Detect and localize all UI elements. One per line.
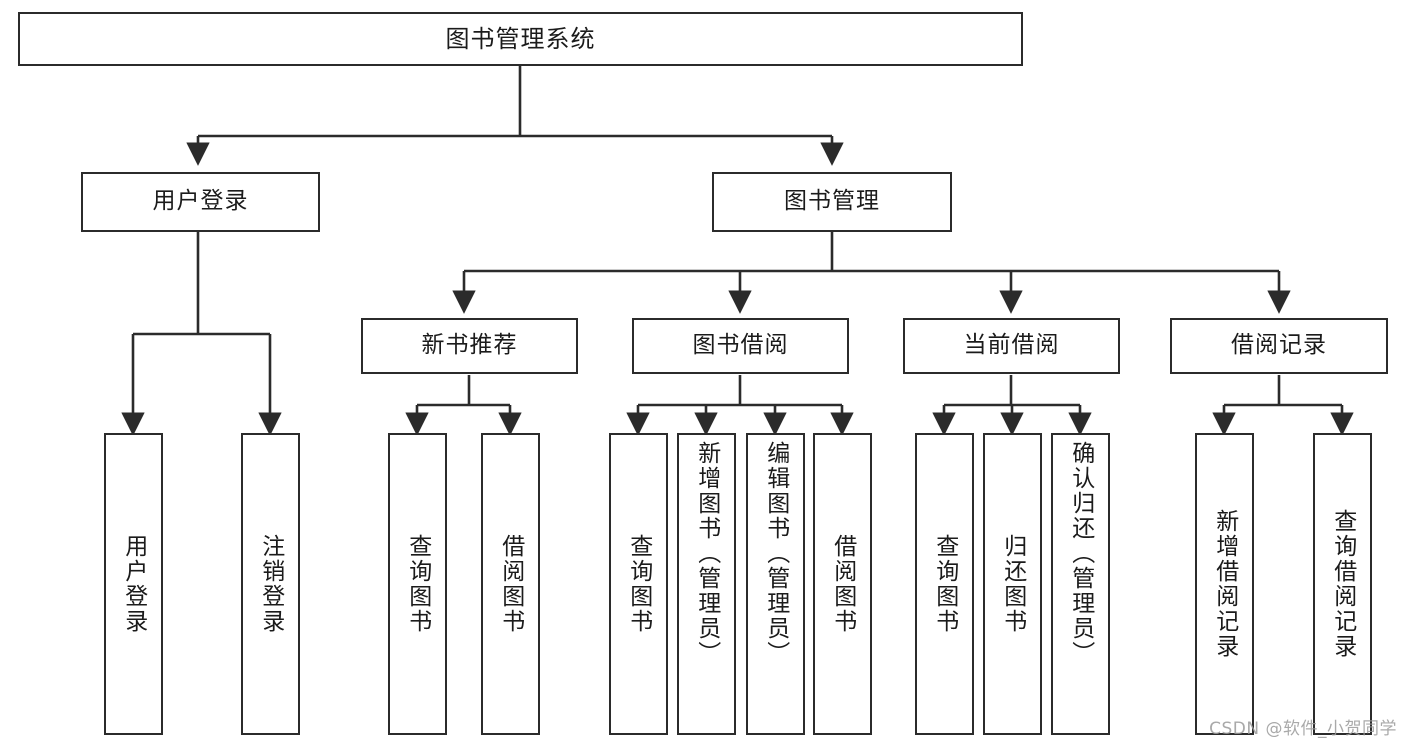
node-book-management[interactable]: 图书管理 (712, 172, 952, 232)
leaf-label: 借阅图书 (497, 534, 524, 634)
leaf-label: 查询图书 (625, 534, 652, 634)
leaf-user-login-login[interactable]: 用户登录 (104, 433, 163, 735)
node-borrow-record[interactable]: 借阅记录 (1170, 318, 1388, 374)
leaf-label: 查询借阅记录 (1329, 509, 1356, 659)
node-root-book-management-system[interactable]: 图书管理系统 (18, 12, 1023, 66)
node-label: 图书管理系统 (445, 24, 596, 53)
leaf-borrow-record-add-record[interactable]: 新增借阅记录 (1195, 433, 1254, 735)
node-label: 新书推荐 (421, 332, 518, 359)
leaf-new-book-borrow-book[interactable]: 借阅图书 (481, 433, 540, 735)
leaf-label: 注销登录 (257, 534, 284, 634)
node-label: 当前借阅 (963, 332, 1060, 359)
node-user-login[interactable]: 用户登录 (81, 172, 320, 232)
leaf-label: 新增图书（管理员） (693, 441, 720, 666)
leaf-new-book-query-book[interactable]: 查询图书 (388, 433, 447, 735)
node-label: 用户登录 (152, 188, 249, 215)
leaf-label: 归还图书 (999, 534, 1026, 634)
csdn-watermark: CSDN @软件_小贺同学 (1209, 719, 1397, 739)
leaf-label: 编辑图书（管理员） (762, 441, 789, 666)
leaf-current-borrow-query-book[interactable]: 查询图书 (915, 433, 974, 735)
leaf-book-borrow-add-book-admin[interactable]: 新增图书（管理员） (677, 433, 736, 735)
leaf-borrow-record-query-record[interactable]: 查询借阅记录 (1313, 433, 1372, 735)
node-book-borrow[interactable]: 图书借阅 (632, 318, 849, 374)
leaf-label: 查询图书 (404, 534, 431, 634)
leaf-book-borrow-borrow-book[interactable]: 借阅图书 (813, 433, 872, 735)
leaf-label: 借阅图书 (829, 534, 856, 634)
leaf-book-borrow-query-book[interactable]: 查询图书 (609, 433, 668, 735)
leaf-label: 用户登录 (120, 534, 147, 634)
node-label: 图书借阅 (692, 332, 789, 359)
node-new-book-recommend[interactable]: 新书推荐 (361, 318, 578, 374)
node-label: 借阅记录 (1231, 332, 1327, 359)
leaf-current-borrow-confirm-return-admin[interactable]: 确认归还（管理员） (1051, 433, 1110, 735)
leaf-current-borrow-return-book[interactable]: 归还图书 (983, 433, 1042, 735)
leaf-label: 确认归还（管理员） (1067, 441, 1094, 666)
leaf-book-borrow-edit-book-admin[interactable]: 编辑图书（管理员） (746, 433, 805, 735)
leaf-label: 查询图书 (931, 534, 958, 634)
node-current-borrow[interactable]: 当前借阅 (903, 318, 1120, 374)
leaf-label: 新增借阅记录 (1211, 509, 1238, 659)
leaf-user-login-logout[interactable]: 注销登录 (241, 433, 300, 735)
node-label: 图书管理 (784, 188, 880, 215)
